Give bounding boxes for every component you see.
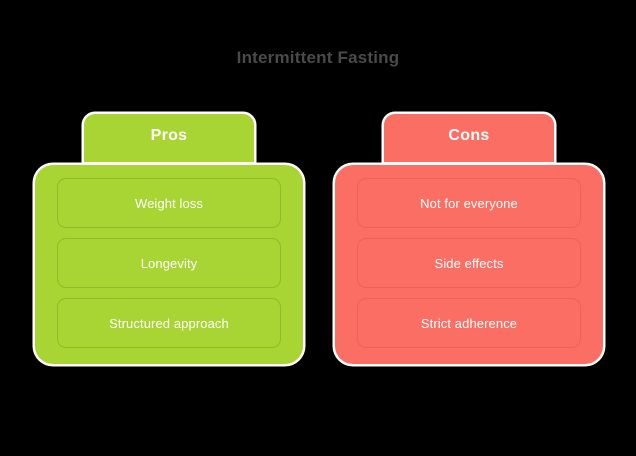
pros-tab-label: Pros [150,127,188,144]
list-item[interactable]: Strict adherence [357,298,581,348]
pros-panel: Weight loss Longevity Structured approac… [35,165,303,364]
pros-tab-header[interactable]: Pros [84,114,254,162]
list-item[interactable]: Not for everyone [357,178,581,228]
list-item-label: Structured approach [109,315,229,331]
list-item-label: Longevity [140,255,198,271]
list-item[interactable]: Longevity [57,238,281,288]
list-item[interactable]: Weight loss [57,178,281,228]
list-item-label: Weight loss [134,195,204,211]
cons-tab-label: Cons [448,127,490,144]
cons-panel: Not for everyone Side effects Strict adh… [335,165,603,364]
list-item-label: Not for everyone [420,195,518,211]
cons-column: Cons Not for everyone Side effects Stric… [335,114,603,364]
page-title: Intermittent Fasting [236,48,400,67]
pros-column: Pros Weight loss Longevity Structured ap… [35,114,303,364]
list-item[interactable]: Structured approach [57,298,281,348]
cons-tab-header[interactable]: Cons [384,114,554,162]
list-item[interactable]: Side effects [357,238,581,288]
list-item-label: Side effects [434,255,504,271]
list-item-label: Strict adherence [420,315,518,331]
